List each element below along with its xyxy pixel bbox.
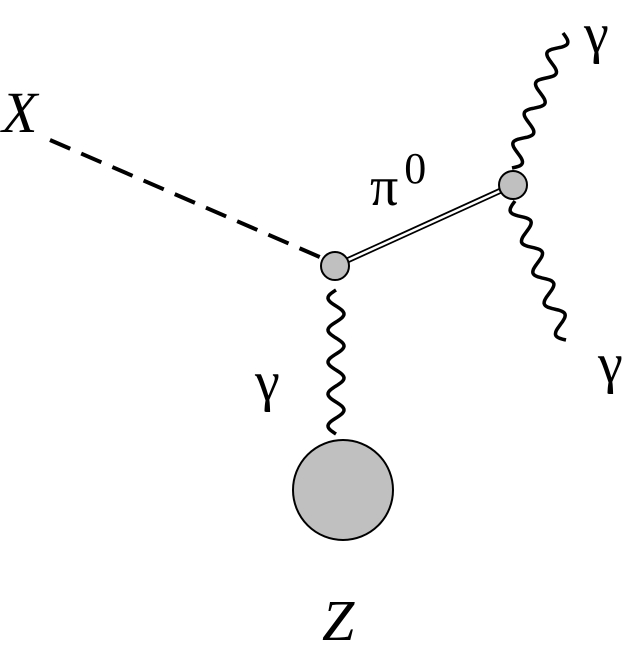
- label-photon-bottom-right: γ: [597, 333, 623, 395]
- label-photon-left: γ: [254, 351, 280, 413]
- photon-top-wavy-line: [511, 31, 570, 170]
- vertex-production: [320, 251, 350, 281]
- nucleus-blob: [292, 439, 394, 541]
- photon-bottom-right-wavy-line: [508, 199, 567, 342]
- label-photon-top: γ: [583, 3, 609, 65]
- pion-symbol: π: [370, 156, 398, 218]
- pion-charge: 0: [404, 144, 426, 193]
- label-nucleus: Z: [322, 588, 355, 653]
- label-x: X: [0, 80, 40, 145]
- pion-double-line: [333, 182, 515, 269]
- x-dashed-line: [49, 138, 323, 260]
- photon-exchange-wavy-line: [326, 288, 346, 436]
- vertex-decay: [498, 170, 528, 200]
